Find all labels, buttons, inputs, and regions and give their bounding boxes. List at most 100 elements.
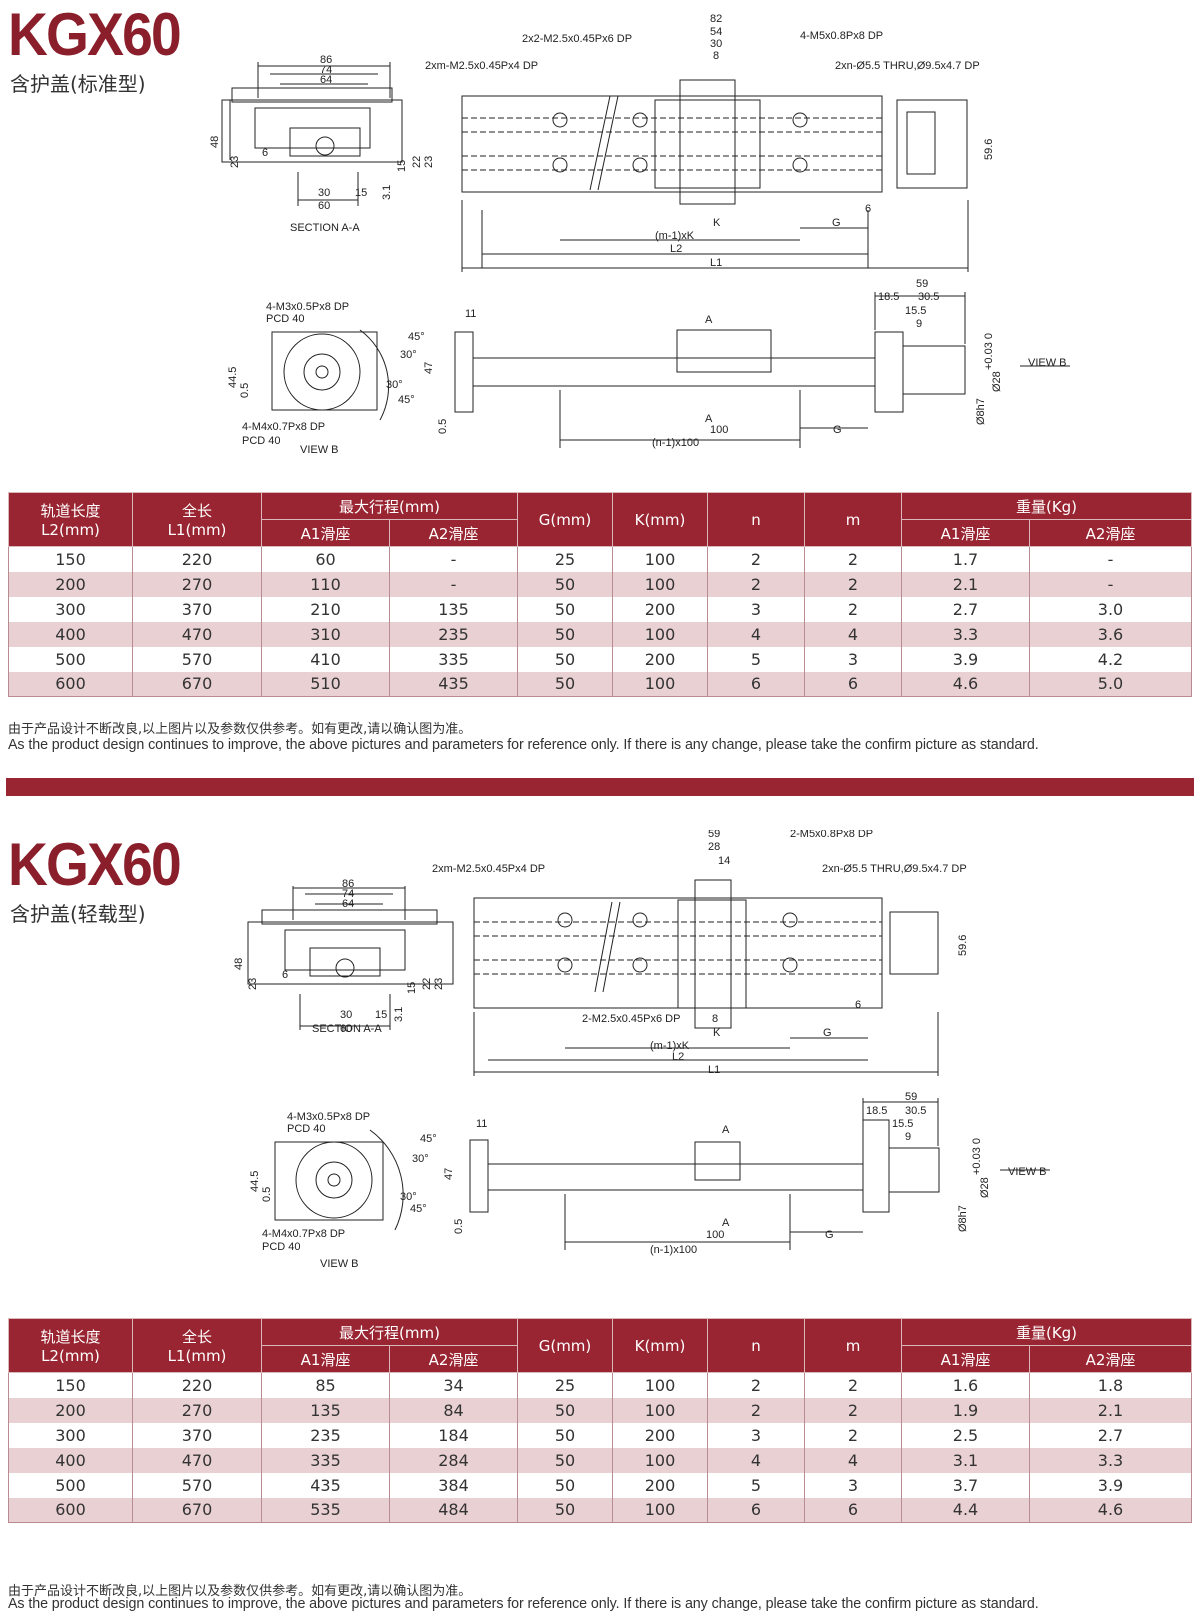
cell: 50	[517, 1447, 613, 1473]
cell: 470	[132, 621, 262, 647]
dim-label: A	[722, 1124, 730, 1136]
dim-label: 9	[905, 1131, 911, 1143]
cell: 2	[707, 1397, 805, 1423]
technical-drawing: 86 74 64 48 23 6 22 23 15 3.1 30 15 60 S…	[233, 830, 1050, 1270]
cell: 235	[261, 1422, 390, 1448]
cell: 220	[132, 546, 262, 572]
cell: 110	[261, 571, 390, 597]
dim-label: L2	[670, 243, 682, 255]
section-standard: KGX60 含护盖(标准型) 86 74 64 48 23 6 22 23 15…	[0, 0, 1200, 770]
dim-label: A	[705, 413, 713, 425]
hole-callout: 4-M4x0.7Px8 DP	[262, 1228, 345, 1240]
cell: 2	[804, 596, 902, 622]
cell: 50	[517, 621, 613, 647]
header-stroke: 最大行程(mm)	[261, 492, 518, 520]
dim-label: 30.5	[918, 291, 939, 303]
cell: 470	[132, 1447, 262, 1473]
model-title: KGX60	[8, 1, 182, 68]
dim-label: 22	[421, 978, 433, 990]
hole-callout: 2-M2.5x0.45Px6 DP	[582, 1013, 680, 1025]
cell: 1.8	[1029, 1372, 1192, 1398]
side-view: 11 47 0.5 A A 100 (n-1)x100 G 59 18.5 30…	[443, 1091, 1050, 1256]
cell: 435	[261, 1472, 390, 1498]
top-view: 82 54 30 8 2x2-M2.5x0.45Px6 DP 4-M5x0.8P…	[425, 13, 995, 272]
dim-label: 3.1	[381, 185, 393, 200]
cell: -	[389, 546, 518, 572]
cell: 50	[517, 671, 613, 697]
cell: 310	[261, 621, 390, 647]
dim-label: 47	[423, 362, 435, 374]
dim-label: 48	[209, 136, 221, 148]
technical-drawing: 86 74 64 48 23 6 22 23 15 3.1 30 15 60 S…	[209, 13, 1070, 456]
header-weight: 重量(Kg)	[901, 492, 1192, 520]
dim-label: +0.03 0	[971, 1138, 983, 1175]
header-stroke-a1: A1滑座	[261, 1345, 390, 1373]
cell: 3.6	[1029, 621, 1192, 647]
view-b-arrow-label: VIEW B	[1008, 1166, 1047, 1178]
dim-label: 59	[905, 1091, 917, 1103]
dim-label: 6	[262, 147, 268, 159]
cell: 2.7	[901, 596, 1030, 622]
dim-label: 3.1	[393, 1007, 405, 1022]
cell: 500	[8, 646, 133, 672]
dim-label: 64	[342, 898, 354, 910]
dim-label: Ø28	[979, 1177, 991, 1198]
cell: 2	[804, 1397, 902, 1423]
dim-label: 15.5	[892, 1118, 913, 1130]
cell: 100	[612, 621, 708, 647]
top-view: 59 28 14 8 2-M2.5x0.45Px6 DP 2-M5x0.8Px8…	[432, 830, 969, 1076]
dim-label: 23	[247, 978, 259, 990]
cell: 50	[517, 1472, 613, 1498]
cell: 50	[517, 596, 613, 622]
dim-label: 100	[710, 424, 728, 436]
dim-label: 30	[340, 1009, 352, 1021]
dim-label: 15	[406, 982, 418, 994]
dim-label: 60	[318, 200, 330, 212]
hole-callout: 2xm-M2.5x0.45Px4 DP	[425, 60, 538, 72]
cell: 400	[8, 1447, 133, 1473]
dim-label: L1	[708, 1064, 720, 1076]
cell: 4.6	[1029, 1497, 1192, 1523]
dim-label: G	[832, 217, 841, 229]
dim-label: A	[705, 314, 713, 326]
cell: 50	[517, 1497, 613, 1523]
cell: 100	[612, 1372, 708, 1398]
cell: 3.9	[901, 646, 1030, 672]
dim-label: 59	[708, 830, 720, 840]
model-title: KGX60	[8, 831, 182, 898]
cell: 135	[261, 1397, 390, 1423]
cell: 435	[389, 671, 518, 697]
header-stroke-a2: A2滑座	[389, 1345, 518, 1373]
cell: 150	[8, 546, 133, 572]
dim-label: 14	[718, 855, 730, 867]
cell: 4.4	[901, 1497, 1030, 1523]
note-chinese: 由于产品设计不断改良,以上图片以及参数仅供参考。如有更改,请以确认图为准。	[8, 1584, 472, 1599]
dim-label: Ø28	[991, 371, 1003, 392]
cell: 284	[389, 1447, 518, 1473]
dim-label: L2	[672, 1051, 684, 1063]
header-stroke: 最大行程(mm)	[261, 1318, 518, 1346]
cell: 2	[804, 1422, 902, 1448]
header-k: K(mm)	[612, 492, 708, 547]
dim-label: 6	[865, 203, 871, 215]
cell: 410	[261, 646, 390, 672]
cell: 6	[707, 1497, 805, 1523]
cell: 5.0	[1029, 671, 1192, 697]
cell: -	[1029, 546, 1192, 572]
header-k: K(mm)	[612, 1318, 708, 1373]
cell: 3.0	[1029, 596, 1192, 622]
dim-label: 54	[710, 26, 722, 38]
dim-label: +0.03 0	[983, 333, 995, 370]
cell: 135	[389, 596, 518, 622]
angle-label: 30°	[386, 379, 403, 391]
cell: 220	[132, 1372, 262, 1398]
section-aa-label: SECTION A-A	[290, 222, 360, 234]
view-b-label: VIEW B	[300, 444, 339, 456]
cell: 1.9	[901, 1397, 1030, 1423]
